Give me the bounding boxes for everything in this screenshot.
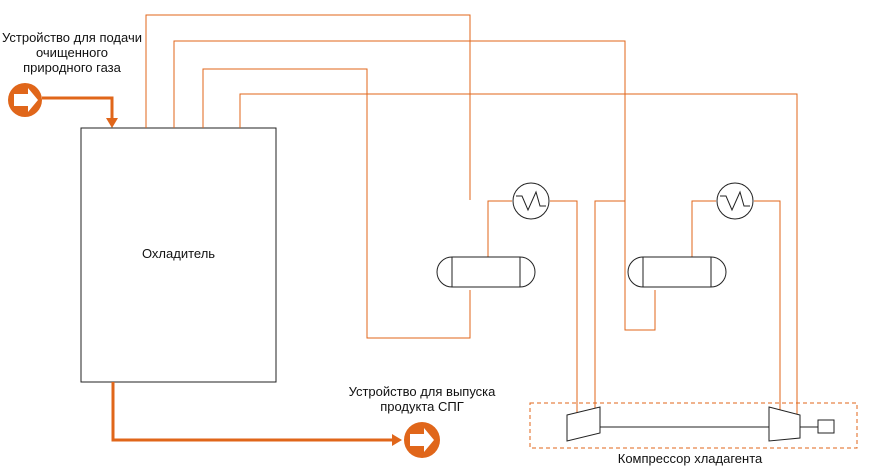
heat-exchanger-icon	[512, 182, 550, 220]
lng-outlet-arrow-icon	[404, 422, 440, 458]
refrigerant-loop-1	[145, 14, 471, 200]
feed-line	[42, 96, 114, 120]
refrigerant-loop-3	[202, 68, 471, 339]
heat-exchanger-icon	[716, 182, 754, 220]
lng-outlet-arrowhead	[392, 434, 402, 446]
refrigerant-loop-2	[173, 40, 656, 331]
feed-device-label: Устройство для подачи очищенного природн…	[2, 30, 142, 75]
lng-outlet-label: Устройство для выпуска продукта СПГ	[348, 384, 496, 414]
separator-drum-icon	[436, 256, 536, 288]
refrigerant-loop-4	[239, 93, 798, 420]
stage1-separator-line	[487, 200, 512, 260]
lng-outlet-line	[111, 382, 395, 442]
compressor-icon	[768, 406, 801, 442]
motor-icon	[817, 419, 835, 434]
cooler-label: Охладитель	[141, 246, 216, 261]
stage2-cooler-line	[691, 200, 716, 260]
stage1-return-line	[550, 200, 578, 420]
compressor-icon	[566, 406, 601, 442]
feed-inlet-arrow-icon	[8, 83, 42, 117]
feed-line-arrowhead	[106, 118, 118, 128]
compressor-group-box	[529, 402, 858, 449]
stage2-return-line	[754, 200, 781, 420]
compressor-label: Компрессор хладагента	[617, 451, 763, 466]
separator-drum-icon	[627, 256, 727, 288]
cooler-box	[80, 127, 277, 383]
stage2-separator-line	[594, 200, 625, 420]
